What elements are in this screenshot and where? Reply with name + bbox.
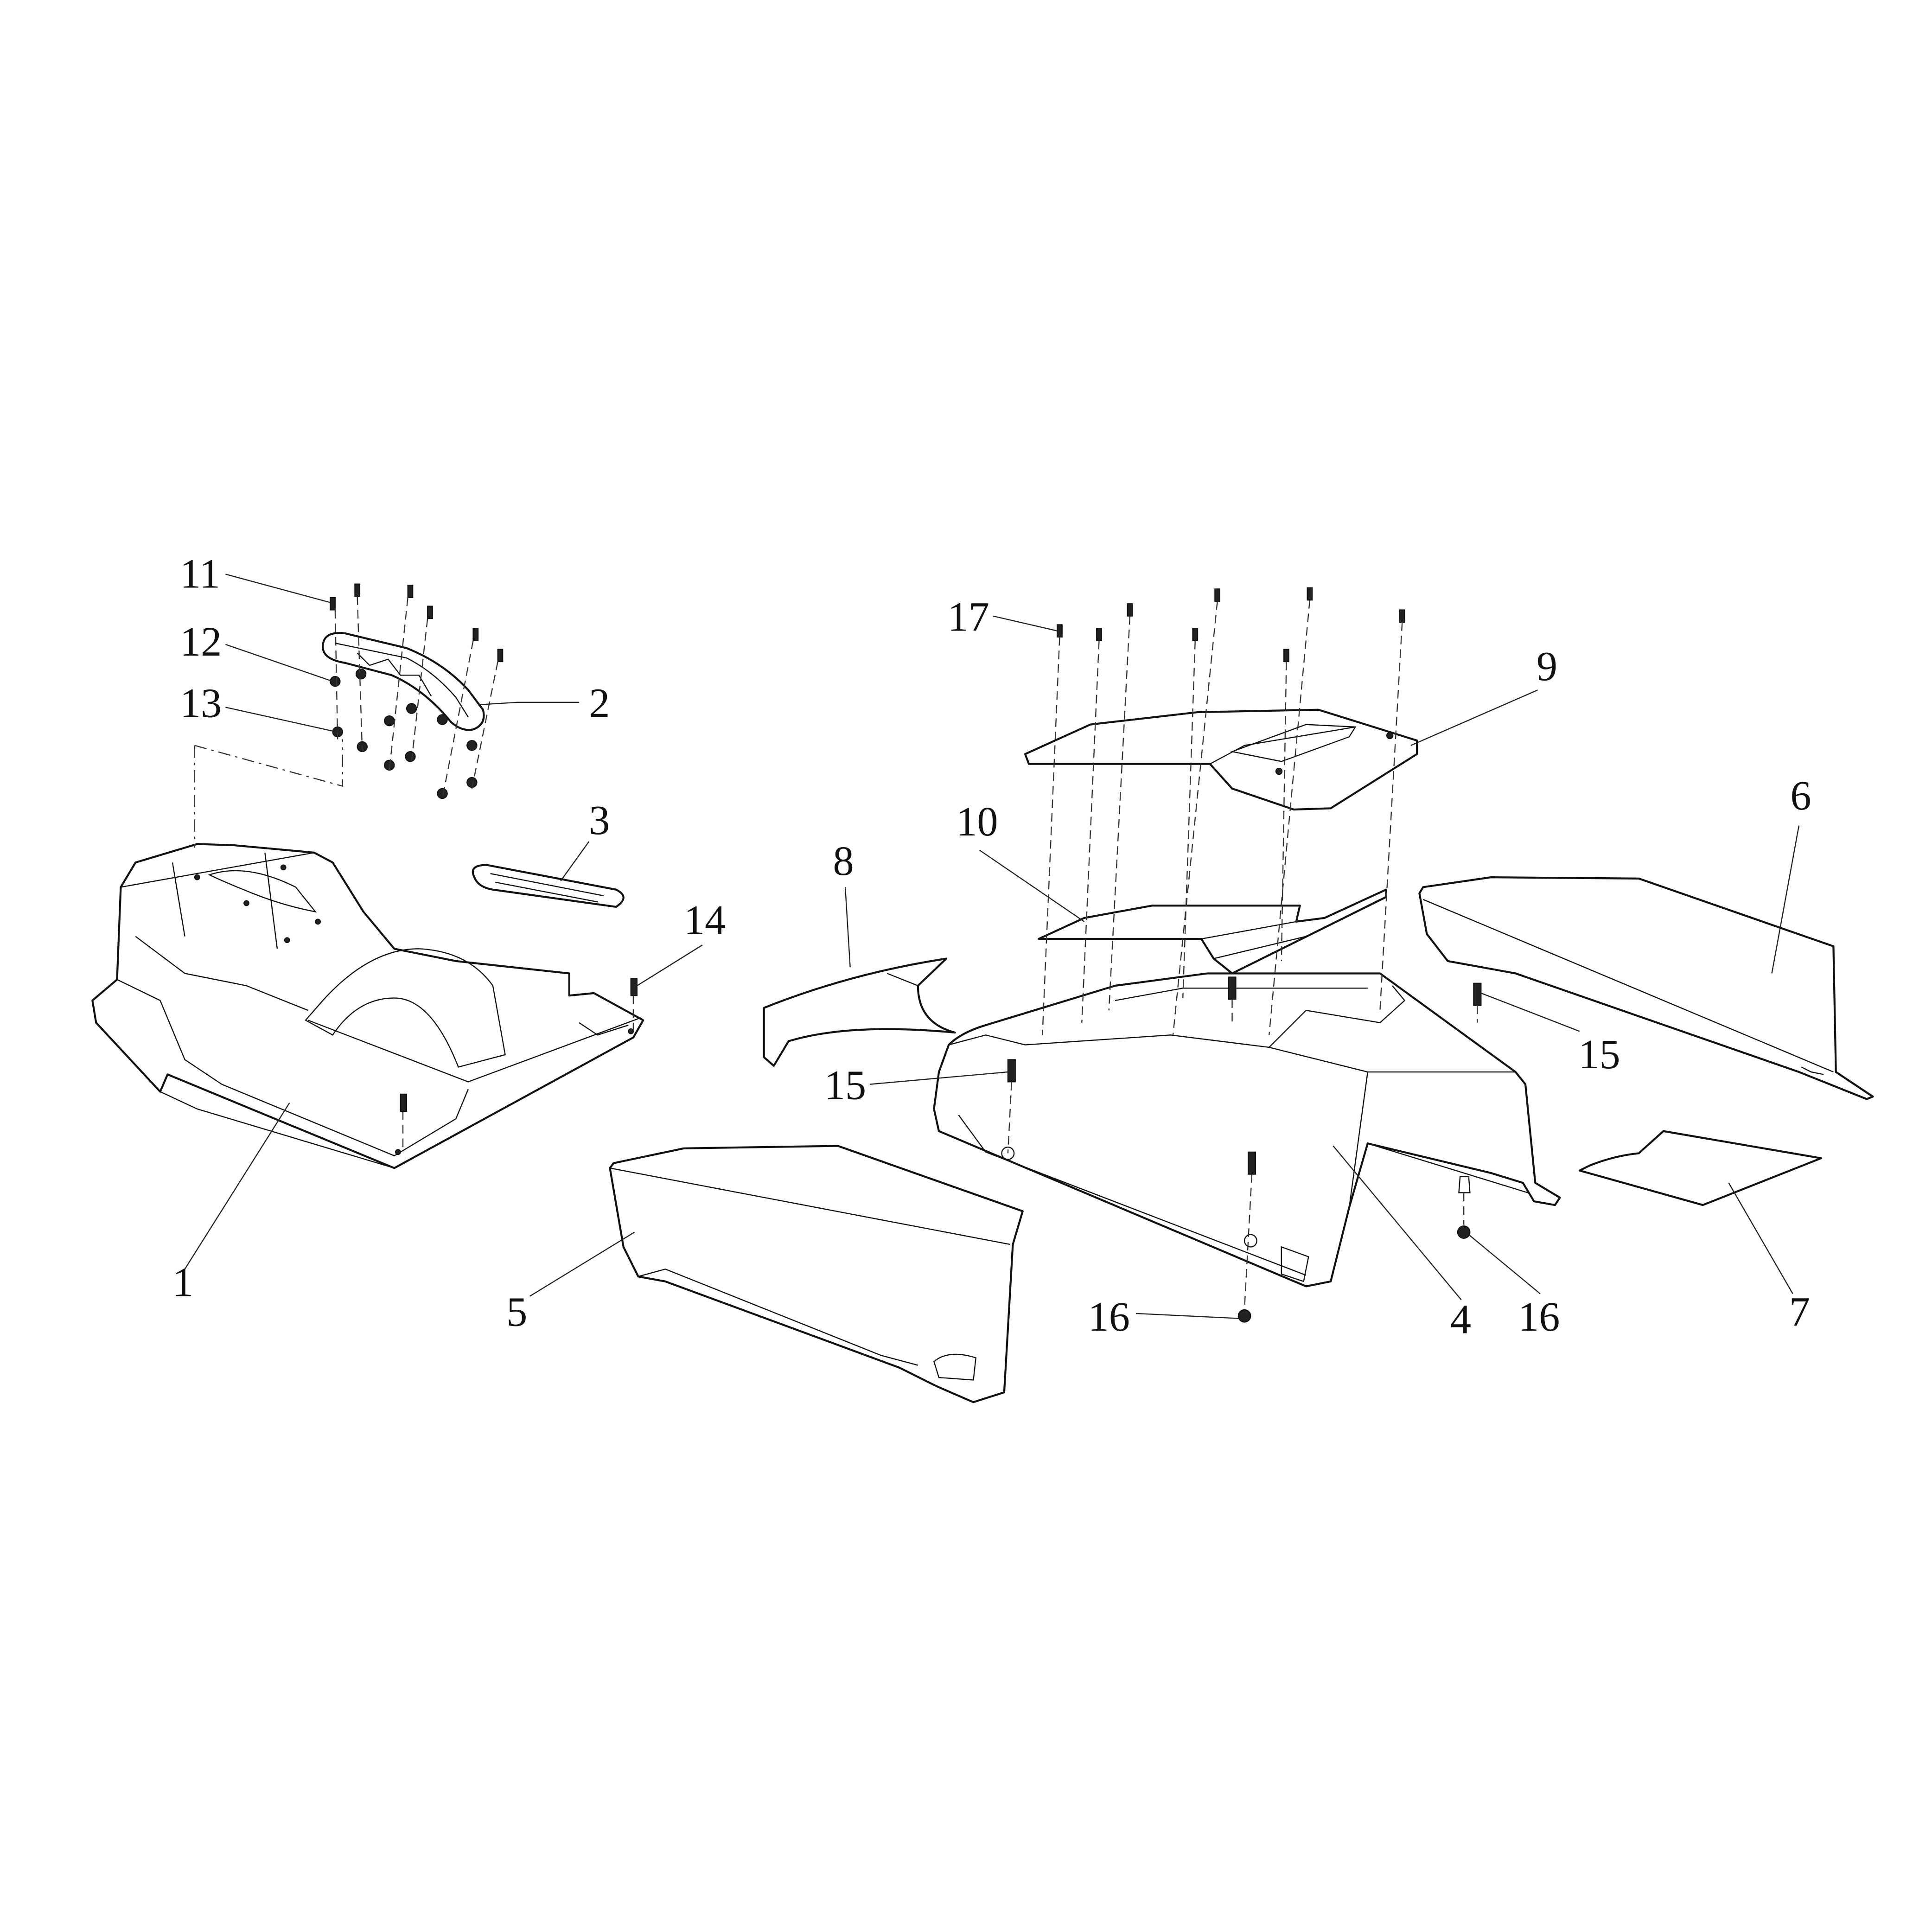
fasteners-2 (194, 583, 504, 848)
callout-9: 9 (1537, 643, 1557, 689)
callout-1: 1 (172, 1259, 193, 1306)
part-2-shift-trim-plate (322, 632, 485, 731)
part-7-floor-plate (1578, 1130, 1822, 1206)
callout-2: 2 (589, 680, 610, 727)
callout-15a: 15 (824, 1062, 866, 1109)
callout-15b: 15 (1578, 1031, 1620, 1078)
callout-13: 13 (180, 680, 222, 727)
callout-5: 5 (506, 1288, 527, 1335)
part-10-support-plate (1038, 888, 1387, 975)
callout-10: 10 (956, 798, 998, 845)
callout-17: 17 (948, 593, 989, 640)
fasteners-4 (1007, 976, 1482, 1323)
callout-14: 14 (684, 896, 726, 943)
part-3-gasket (472, 864, 625, 908)
part-8-front-trim (763, 957, 956, 1067)
part-6-right-panel (1418, 876, 1874, 1100)
part-1-console (91, 843, 644, 1169)
callout-16a: 16 (1088, 1293, 1130, 1340)
callout-labels: 1 2 3 4 5 6 7 8 9 10 11 12 13 14 15 15 1… (172, 550, 1811, 1343)
callout-4: 4 (1450, 1295, 1471, 1342)
callout-16b: 16 (1518, 1293, 1560, 1340)
callout-12: 12 (180, 618, 222, 665)
part-14-bolt (400, 978, 638, 1152)
callout-11: 11 (180, 550, 220, 597)
leader-lines (184, 574, 1800, 1319)
callout-6: 6 (1790, 772, 1811, 819)
callout-3: 3 (589, 797, 610, 843)
part-5-left-panel (609, 1145, 1024, 1403)
callout-8: 8 (833, 837, 854, 884)
part-9-top-cover (1024, 708, 1418, 811)
fasteners-9 (1042, 587, 1405, 1035)
part-4-seat-base (933, 972, 1561, 1288)
callout-7: 7 (1789, 1288, 1810, 1335)
